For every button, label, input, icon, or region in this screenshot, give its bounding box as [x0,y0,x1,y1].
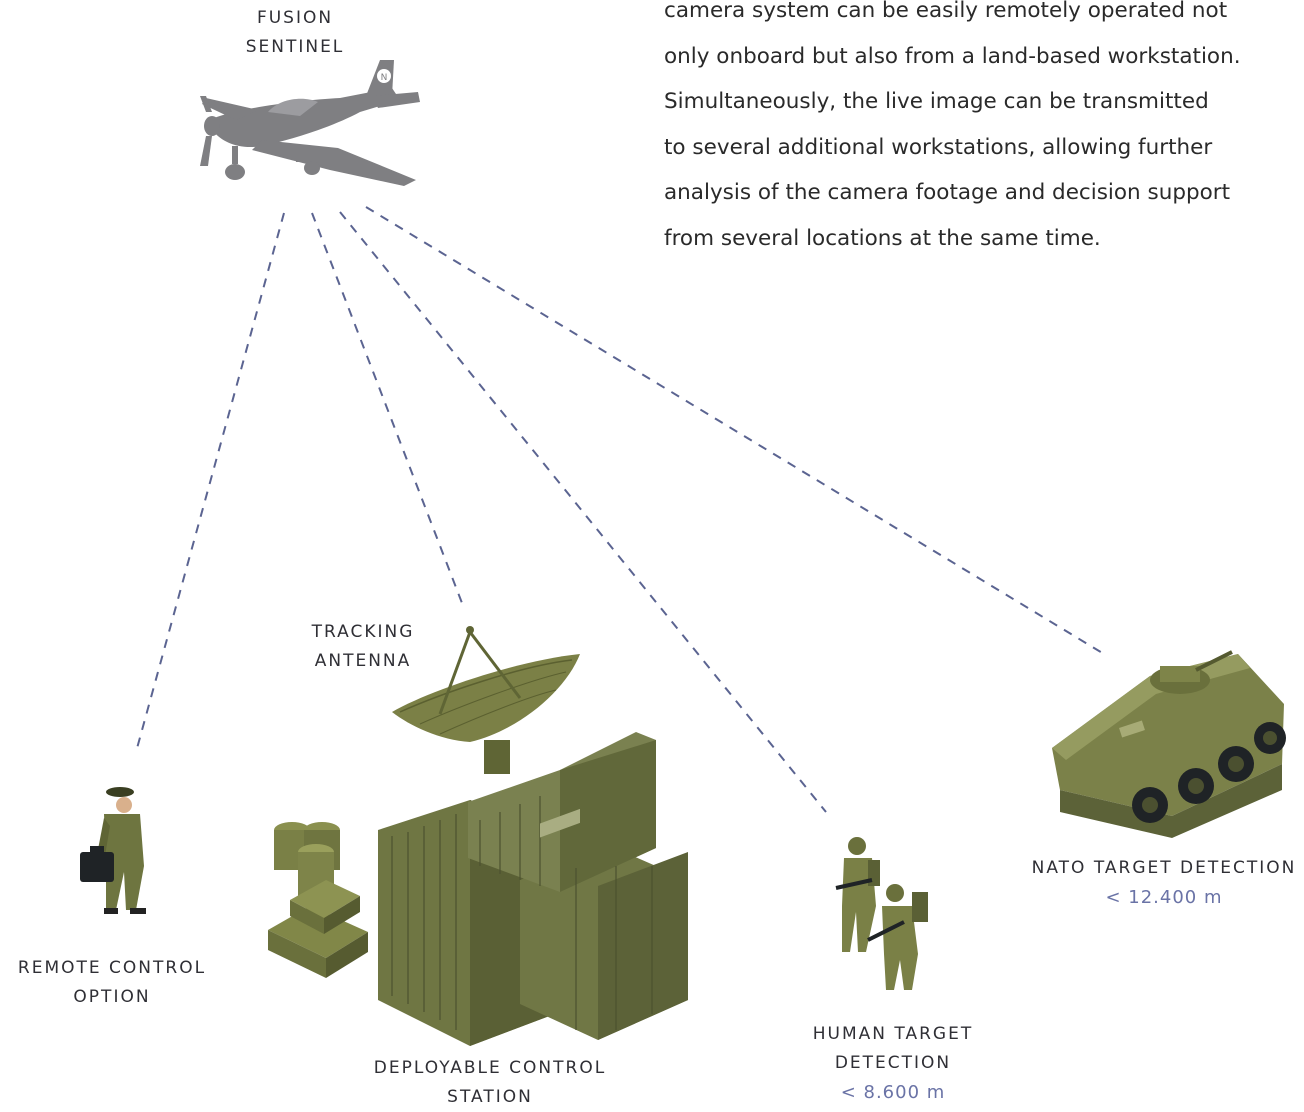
soldiers-icon [835,837,928,990]
armored-vehicle-icon [1052,650,1286,838]
supplies-icon [268,822,368,978]
officer-icon [80,787,146,914]
tracking-antenna-icon [392,626,580,774]
control-station-label-line: STATION [447,1087,533,1107]
nato-target-range: < 12.400 m [1105,887,1223,908]
description-line: only onboard but also from a land-based … [664,43,1241,69]
link-to-nato-target [365,206,1105,655]
container-station-icon [378,732,688,1046]
remote-control-label-line: OPTION [73,987,151,1007]
description-line: from several locations at the same time. [664,225,1101,251]
aircraft-label-line: FUSION [256,8,334,28]
description-line: analysis of the camera footage and decis… [664,180,1231,206]
description-line: camera system can be easily remotely ope… [664,0,1228,23]
link-to-tracking-antenna [311,212,463,604]
human-target-label: HUMAN TARGET DETECTION < 8.600 m [790,1020,996,1107]
aircraft-label: FUSION SENTINEL [220,4,370,62]
description-line: Simultaneously, the live image can be tr… [664,89,1209,115]
control-station-label: DEPLOYABLE CONTROL STATION [352,1054,628,1112]
aircraft-logo: N [381,73,388,83]
remote-control-label-line: REMOTE CONTROL [17,958,207,978]
tracking-antenna-label: TRACKING ANTENNA [300,618,426,676]
human-target-range: < 8.600 m [840,1082,946,1103]
link-lines [135,206,1105,813]
link-to-remote-control [135,212,285,753]
control-station-label-line: DEPLOYABLE CONTROL [373,1058,607,1078]
human-target-label-line: HUMAN TARGET [812,1024,974,1044]
description-paragraph: camera system can be easily remotely ope… [664,0,1294,262]
tracking-antenna-label-line: ANTENNA [314,651,412,671]
aircraft-label-line: SENTINEL [245,37,345,57]
nato-target-label-line: NATO TARGET DETECTION [1031,858,1297,878]
description-line: to several additional workstations, allo… [664,134,1213,160]
nato-target-label: NATO TARGET DETECTION < 12.400 m [1024,854,1304,912]
human-target-label-line: DETECTION [834,1053,952,1073]
aircraft-icon: N [200,60,420,186]
tracking-antenna-label-line: TRACKING [311,622,415,642]
remote-control-label: REMOTE CONTROL OPTION [4,954,220,1012]
